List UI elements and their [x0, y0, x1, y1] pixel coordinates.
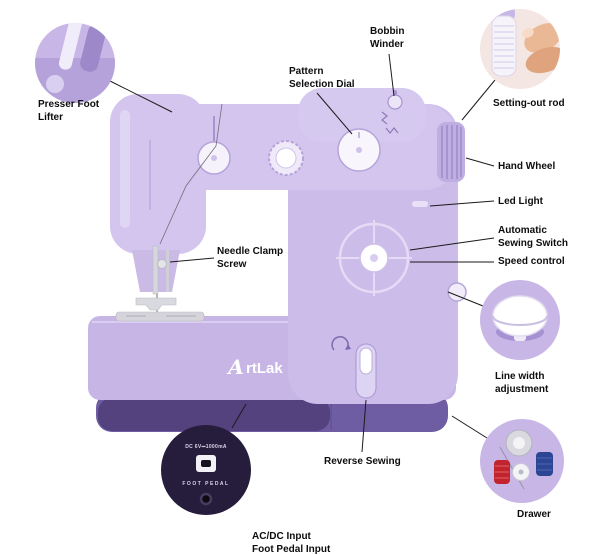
- sewing-machine-illustration: A rtLak: [88, 88, 467, 432]
- pattern-selection-dial: [337, 111, 399, 172]
- inset-power-input: [161, 425, 251, 515]
- inset-drawer: [480, 419, 564, 503]
- label-drawer: Drawer: [517, 509, 551, 520]
- label-automatic-sewing-switch: Automatic Sewing Switch: [498, 225, 569, 249]
- speed-control-dial: [336, 220, 412, 296]
- label-led-light: Led Light: [498, 196, 543, 207]
- tension-dial: [197, 116, 231, 175]
- leader-lines: [109, 53, 496, 453]
- label-pattern-selection-dial: Pattern Selection Dial: [289, 66, 355, 90]
- power-inset-foot-pedal: FOOT PEDAL: [182, 481, 230, 487]
- label-speed-control: Speed control: [498, 256, 565, 267]
- reverse-sewing-slider: [331, 336, 377, 399]
- stitch-length-dial: [268, 140, 304, 176]
- brand-logo-initial: A: [226, 355, 244, 379]
- brand-logo: A rtLak: [226, 355, 283, 379]
- brand-logo-text: rtLak: [246, 360, 283, 377]
- hand-wheel: [437, 122, 465, 182]
- label-ac-dc-input: AC/DC Input Foot Pedal Input: [252, 531, 331, 555]
- inset-setting-out-rod: [480, 9, 560, 89]
- label-bobbin-winder: Bobbin Winder: [370, 26, 405, 50]
- led-light: [412, 201, 428, 207]
- label-needle-clamp-screw: Needle Clamp Screw: [217, 246, 284, 270]
- power-inset-dc-rating: DC 6V⎓1000mA: [185, 444, 227, 450]
- label-presser-foot-lifter: Presser Foot Lifter: [38, 99, 100, 123]
- label-hand-wheel: Hand Wheel: [498, 161, 556, 172]
- inset-presser-foot-lifter: [35, 23, 115, 103]
- needle-assembly: [115, 103, 223, 322]
- label-line-width-adjustment: Line width adjustment: [495, 371, 549, 395]
- label-reverse-sewing: Reverse Sewing: [324, 456, 401, 467]
- inset-line-width-adjustment: [480, 280, 560, 360]
- label-setting-out-rod: Setting-out rod: [493, 98, 565, 109]
